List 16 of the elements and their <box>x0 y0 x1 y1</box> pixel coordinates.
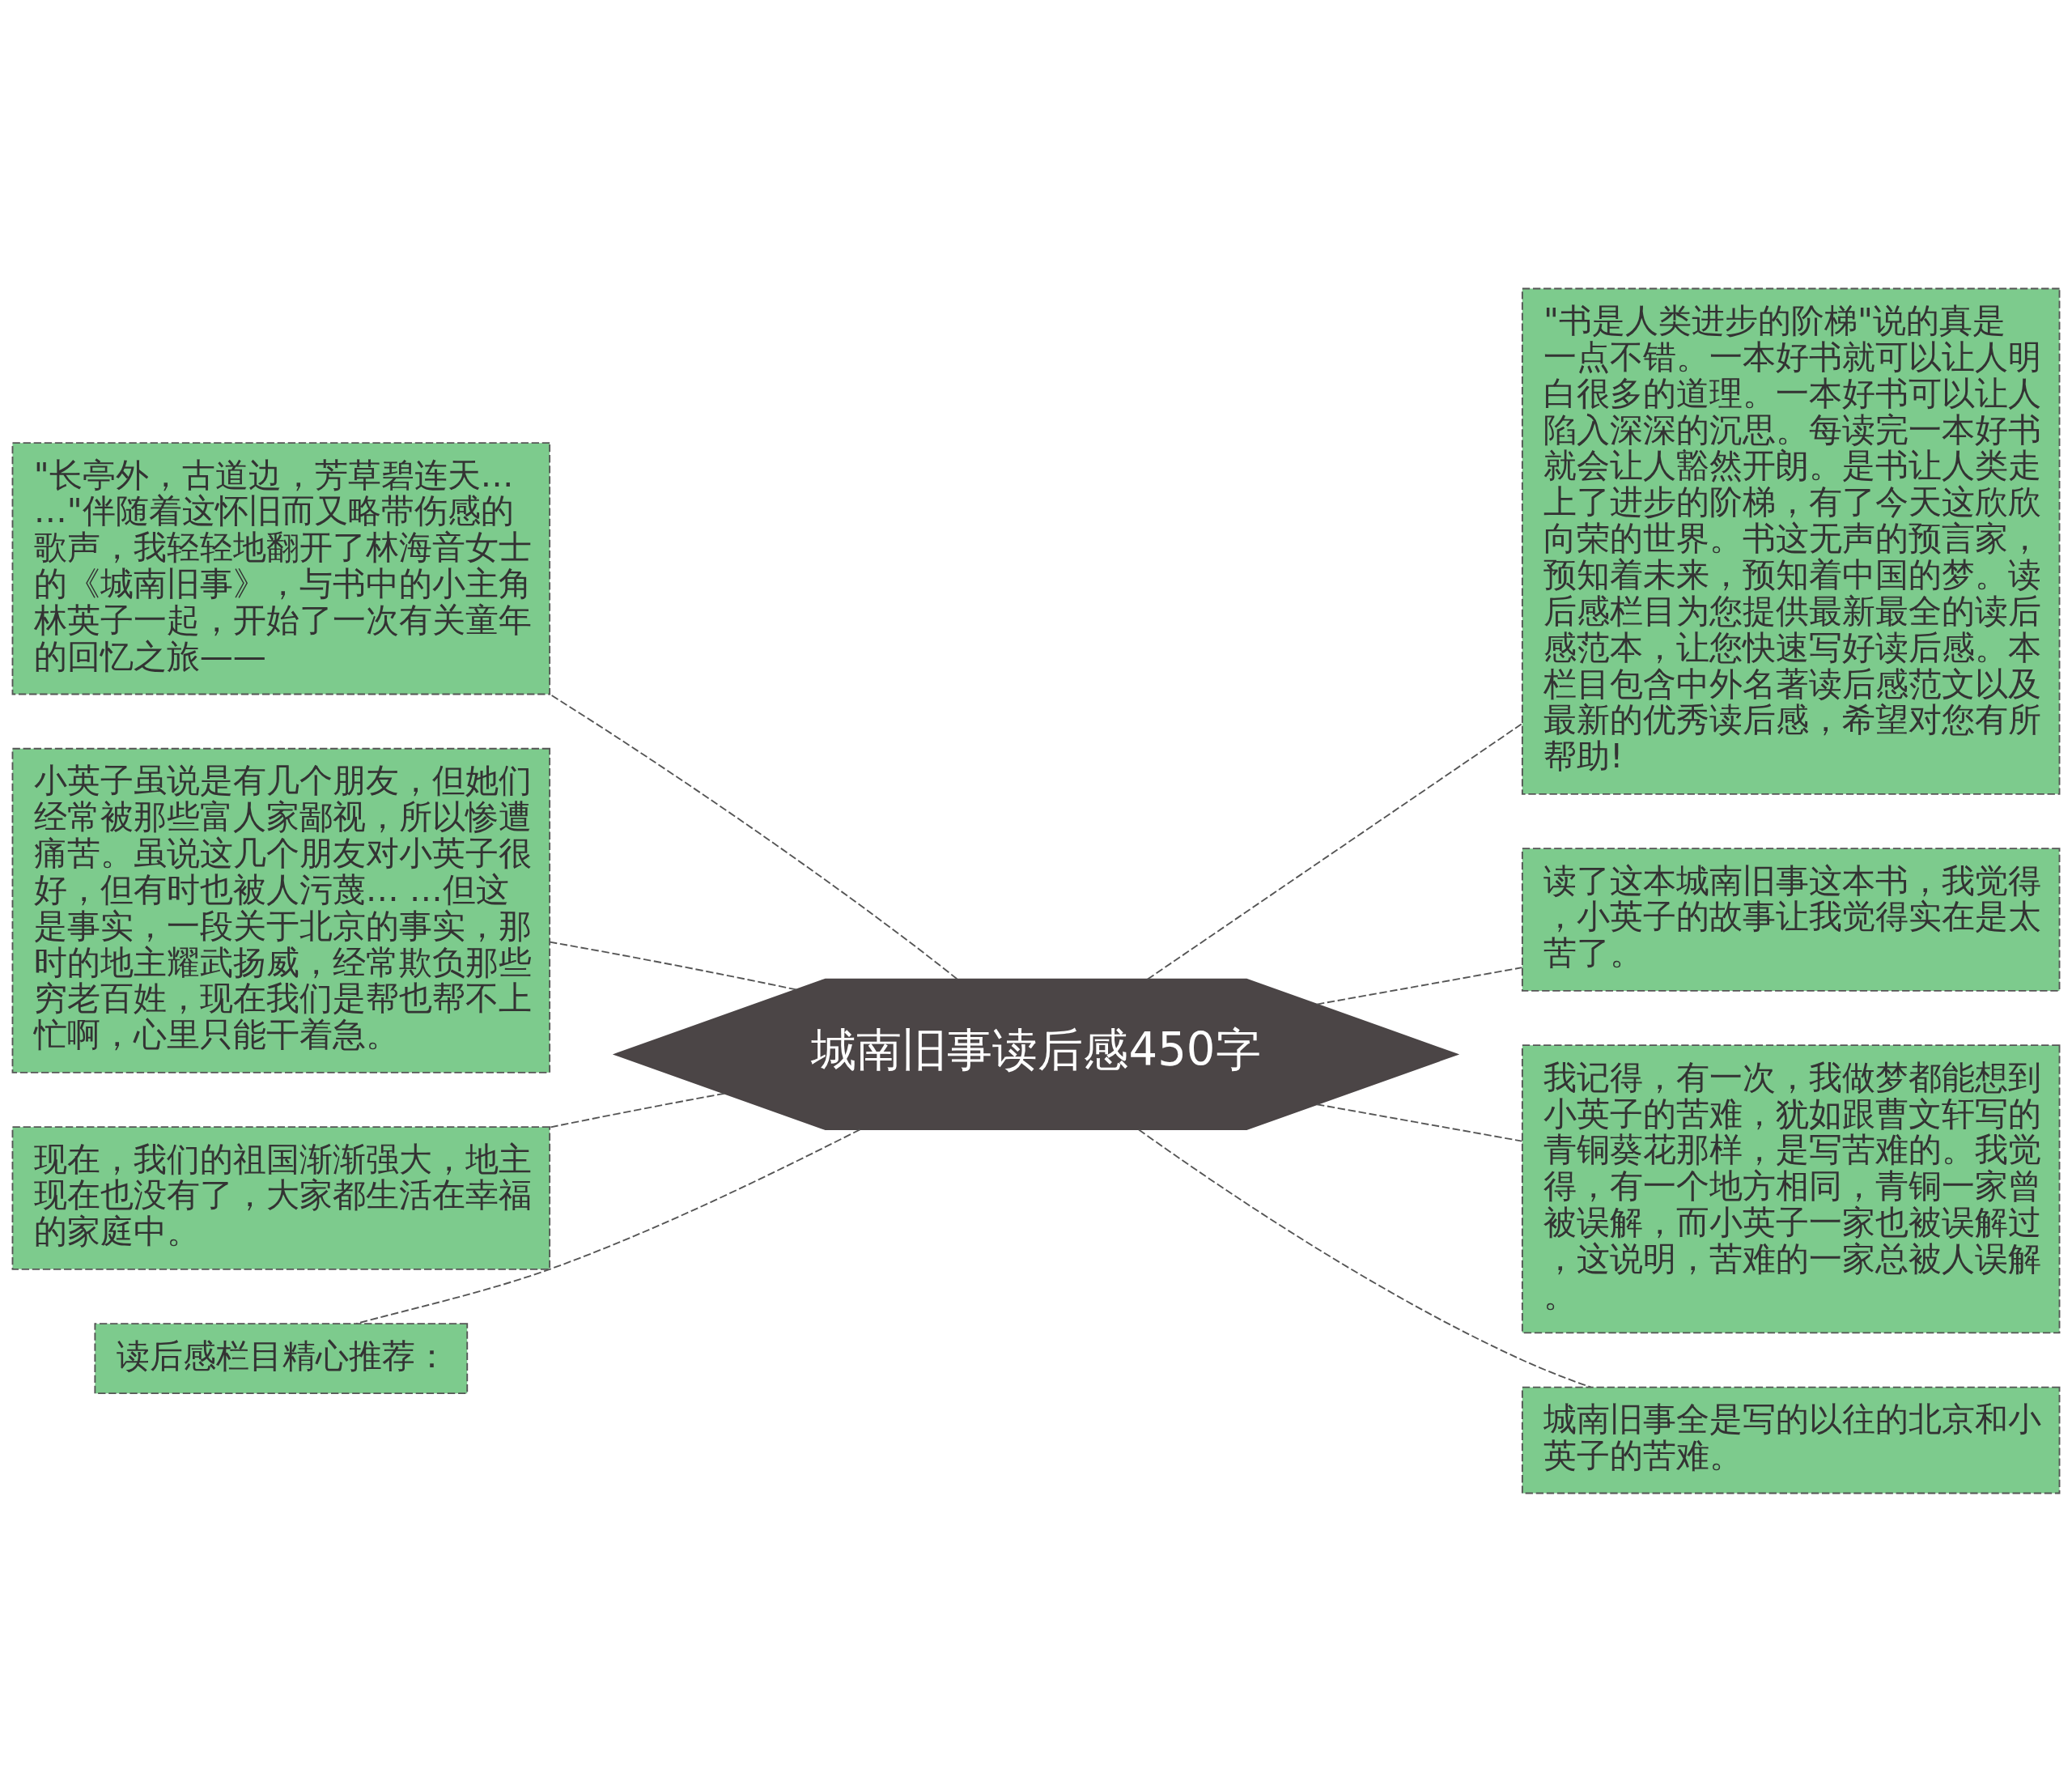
node-box: 城南旧事全是写的以往的北京和小英子的苦难。 <box>1521 1386 2061 1494</box>
connector <box>355 1128 861 1324</box>
node-box: 读了这本城南旧事这本书，我觉得，小英子的故事让我觉得实在是太苦了。 <box>1521 847 2061 992</box>
connector <box>1147 722 1523 980</box>
node-box: 现在，我们的祖国渐渐强大，地主现在也没有了，大家都生活在幸福的家庭中。 <box>11 1125 551 1270</box>
connector <box>1138 1129 1592 1388</box>
connector <box>549 1092 726 1129</box>
connector <box>549 941 797 990</box>
connector <box>550 693 958 980</box>
node-box: "长亭外，古道边，芳草碧连天……"伴随着这怀旧而又略带伤感的歌声，我轻轻地翻开了林海音女士的《城南旧事》，与书中的小主角林英子一起，开始了一次有关童年的回忆之旅—— <box>11 441 551 695</box>
node-box: 读后感栏目精心推荐： <box>94 1322 469 1394</box>
node-box: 我记得，有一次，我做梦都能想到小英子的苦难，犹如跟曹文轩写的青铜葵花那样，是写苦难的。我觉得，有一个地方相同，青铜一家曾被误解，而小英子一家也被误解过，这说明，苦难的一家总被人误解。 <box>1521 1044 2061 1333</box>
connector <box>1316 966 1523 1005</box>
connector <box>1316 1103 1523 1142</box>
node-box: 小英子虽说是有几个朋友，但她们经常被那些富人家鄙视，所以惨遭痛苦。虽说这几个朋友对小英子很好，但有时也被人污蔑… …但这是事实，一段关于北京的事实，那时的地主耀武扬威，经常欺负那些穷老百姓，现在我们是帮也帮不上忙啊，心里只能干着急。 <box>11 747 551 1073</box>
node-box: "书是人类进步的阶梯"说的真是一点不错。一本好书就可以让人明白很多的道理。一本好书可以让人陷入深深的沉思。每读完一本好书就会让人豁然开朗。是书让人类走上了进步的阶梯，有了今天这欣欣向荣的世界。书这无声的预言家，预知着未来，预知着中国的梦。读后感栏目为您提供最新最全的读后感范本，让您快速写好读后感。本栏目包含中外名著读后感范文以及最新的优秀读后感，希望对您有所帮助! <box>1521 287 2061 795</box>
